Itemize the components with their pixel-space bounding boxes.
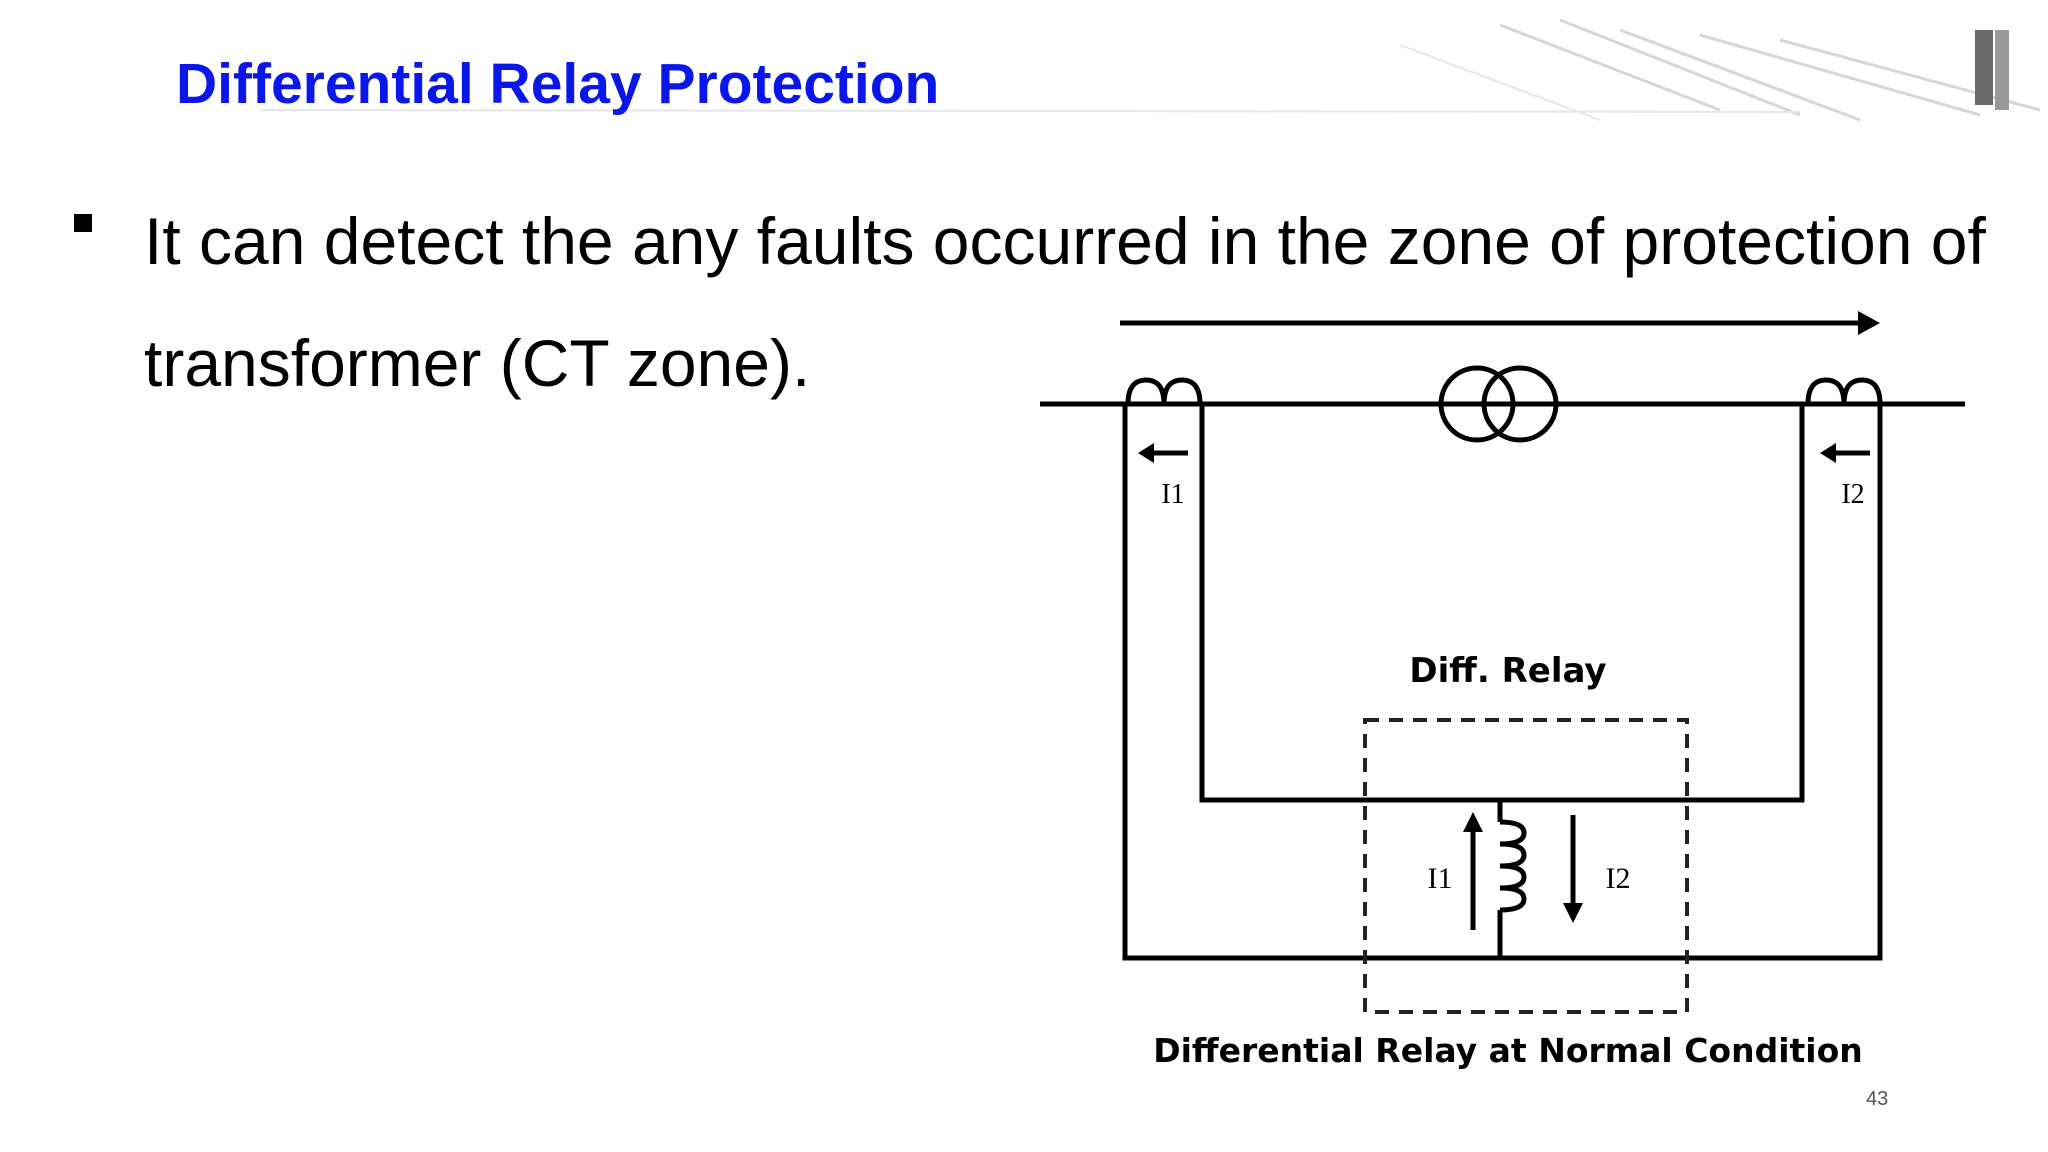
right-ct-arrowhead xyxy=(1820,443,1836,463)
left-ct-label: I1 xyxy=(1161,479,1184,510)
relay-label: Diff. Relay xyxy=(1409,651,1606,691)
left-ct-coil xyxy=(1125,377,1203,405)
differential-relay-diagram: I1 I2 I1 I2 Diff. Relay Differential Rel… xyxy=(1040,311,1965,1070)
header-decoration xyxy=(259,18,2041,122)
relay-coil xyxy=(1499,819,1527,913)
bullet-text: It can detect the any faults occurred in… xyxy=(144,204,1986,400)
left-ct-arrowhead xyxy=(1138,443,1154,463)
inner-loop-wire xyxy=(1199,404,1805,803)
relay-i1-arrowhead xyxy=(1463,812,1483,832)
transformer-coil-right xyxy=(1481,365,1559,443)
transformer-coil-left xyxy=(1438,365,1516,443)
relay-i2-label: I2 xyxy=(1606,862,1631,895)
right-ct-coil xyxy=(1805,377,1883,405)
relay-i2-arrowhead xyxy=(1563,903,1583,923)
current-flow-arrowhead xyxy=(1858,311,1880,335)
relay-i1-label: I1 xyxy=(1428,862,1453,895)
page-number: 43 xyxy=(1866,1088,1889,1110)
diagram-caption: Differential Relay at Normal Condition xyxy=(1153,1031,1863,1070)
slide-title: Differential Relay Protection xyxy=(176,52,940,116)
right-ct-label: I2 xyxy=(1841,479,1864,510)
relay-dashed-box xyxy=(1363,718,1689,1014)
bullet-marker xyxy=(74,214,92,232)
